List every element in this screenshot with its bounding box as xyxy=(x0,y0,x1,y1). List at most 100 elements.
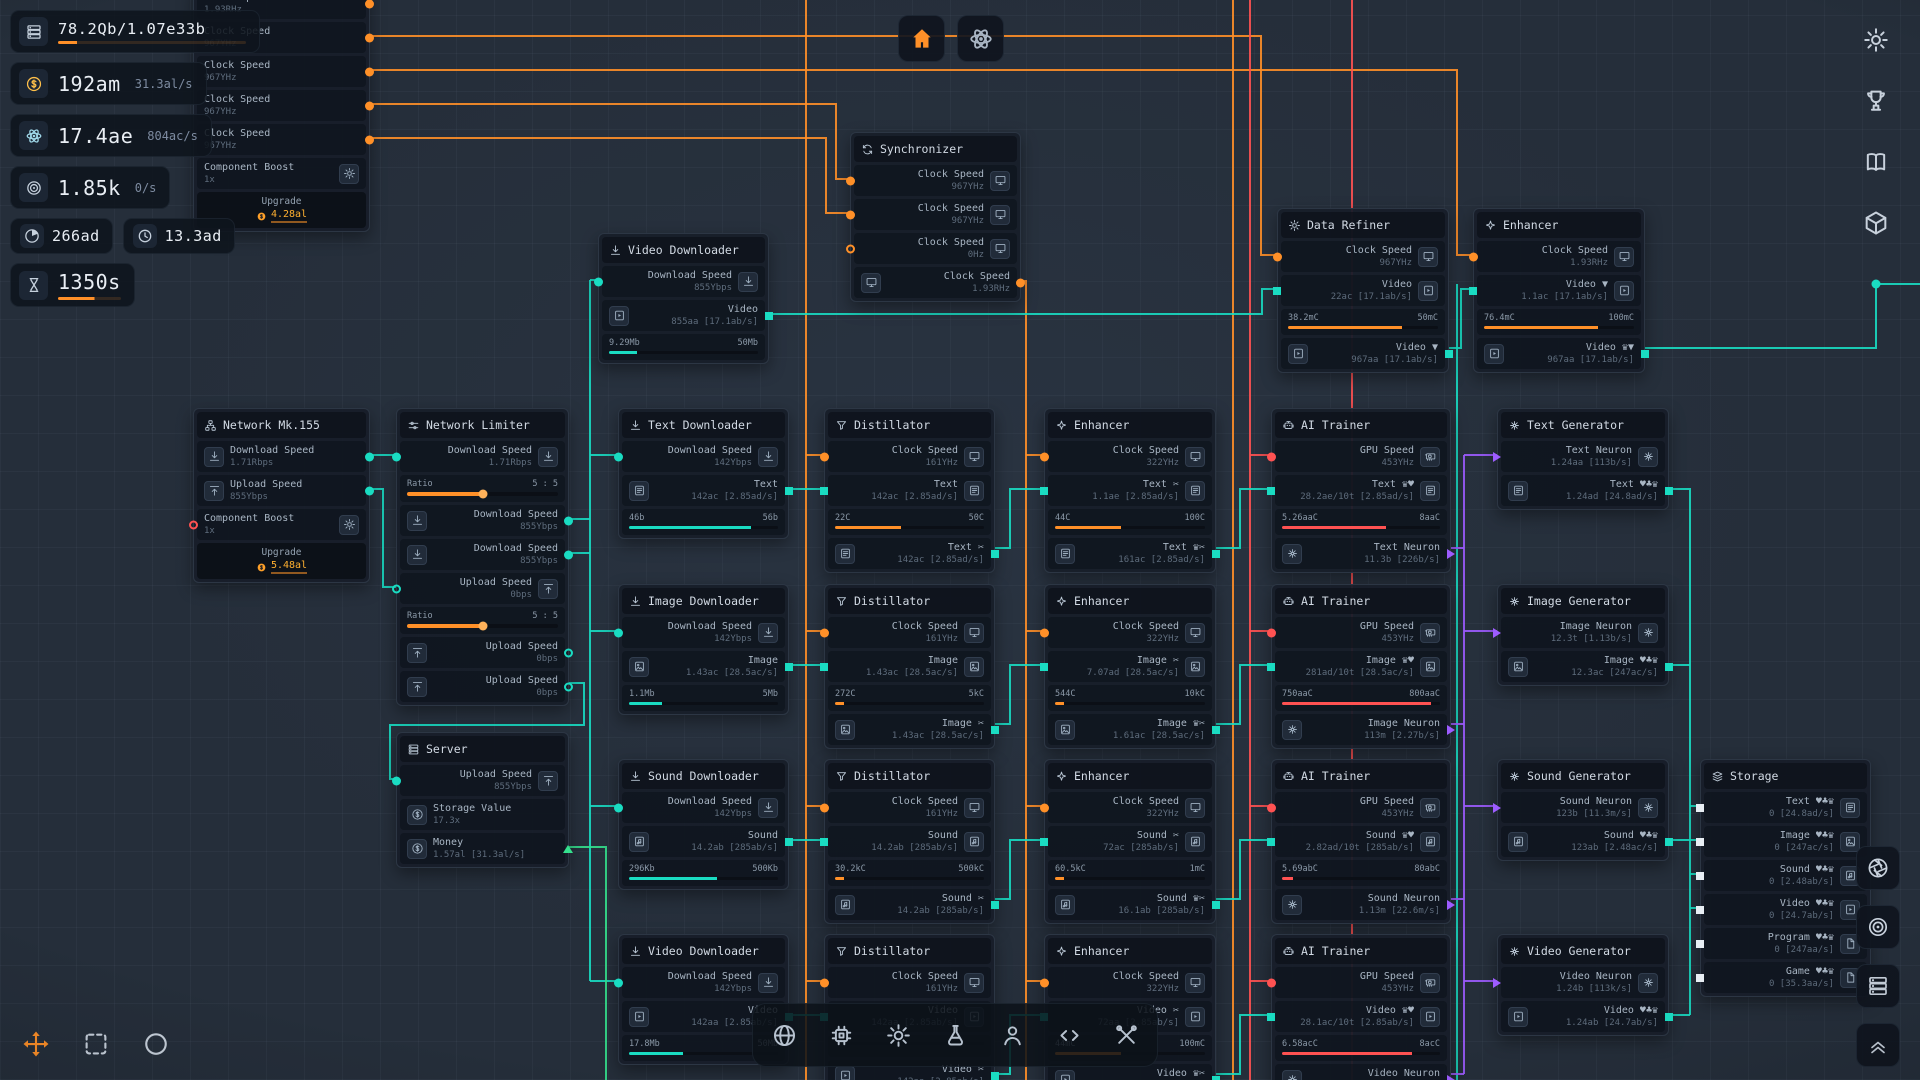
stat-row[interactable]: Video ♛▼967aa [17.1ab/s] xyxy=(1477,338,1649,369)
stat-row[interactable]: Image ♛✂1.61ac [28.5ac/s] xyxy=(1048,714,1220,745)
input-port[interactable] xyxy=(1493,627,1501,638)
output-port[interactable] xyxy=(563,844,573,853)
input-port[interactable] xyxy=(1040,803,1049,812)
node-header[interactable]: Enhancer xyxy=(1048,588,1212,614)
input-port[interactable] xyxy=(614,978,623,987)
output-port[interactable] xyxy=(991,900,999,909)
output-port[interactable] xyxy=(1447,724,1455,735)
output-port[interactable] xyxy=(365,135,374,144)
input-port[interactable] xyxy=(1267,978,1276,987)
output-port[interactable] xyxy=(785,662,793,671)
stat-row[interactable]: Text ✂1.1ae [2.85ad/s] xyxy=(1040,475,1212,506)
node-header[interactable]: AI Trainer xyxy=(1275,763,1447,789)
stat-row[interactable]: Game ♥♣♛0 [35.3aa/s] xyxy=(1696,962,1867,993)
output-port[interactable] xyxy=(1641,349,1649,358)
output-port[interactable] xyxy=(564,550,573,559)
stat-row[interactable]: Video ♛✂16.1aa [2.85ab/s] xyxy=(1048,1064,1220,1080)
input-port[interactable] xyxy=(392,776,401,785)
input-port[interactable] xyxy=(1040,837,1048,846)
stat-row[interactable]: Image ♥♣♛0 [247ac/s] xyxy=(1696,826,1867,857)
server-button[interactable] xyxy=(1856,964,1900,1008)
input-port[interactable] xyxy=(1696,973,1704,982)
input-port[interactable] xyxy=(846,244,855,253)
output-port[interactable] xyxy=(1212,900,1220,909)
output-port[interactable] xyxy=(564,648,573,657)
gear-button[interactable] xyxy=(874,1011,922,1059)
input-port[interactable] xyxy=(820,803,829,812)
input-port[interactable] xyxy=(820,978,829,987)
home-button[interactable] xyxy=(898,15,945,62)
output-port[interactable] xyxy=(365,452,374,461)
tools-button[interactable] xyxy=(1102,1011,1150,1059)
node-header[interactable]: Distillator xyxy=(828,588,991,614)
node-header[interactable]: Sound Downloader xyxy=(622,763,785,789)
aperture-button[interactable] xyxy=(1856,846,1900,890)
input-port[interactable] xyxy=(1696,871,1704,880)
node-header[interactable]: Image Generator xyxy=(1501,588,1665,614)
input-port[interactable] xyxy=(1267,628,1276,637)
slider-handle[interactable] xyxy=(478,489,487,499)
input-port[interactable] xyxy=(1040,628,1049,637)
stat-row[interactable]: Program ♥♣♛0 [247aa/s] xyxy=(1696,928,1867,959)
research-meter[interactable]: 17.4ae 804ac/s xyxy=(10,114,212,157)
output-port[interactable] xyxy=(1665,662,1673,671)
node-header[interactable]: Text Generator xyxy=(1501,412,1665,438)
output-port[interactable] xyxy=(991,1071,999,1080)
output-port[interactable] xyxy=(1665,837,1673,846)
output-port[interactable] xyxy=(1447,1074,1455,1080)
node-header[interactable]: Enhancer xyxy=(1048,763,1212,789)
node-header[interactable]: Distillator xyxy=(828,412,991,438)
input-port[interactable] xyxy=(820,452,829,461)
input-port[interactable] xyxy=(1493,451,1501,462)
trophy-button[interactable] xyxy=(1856,81,1896,121)
node-header[interactable]: Sound Generator xyxy=(1501,763,1665,789)
input-port[interactable] xyxy=(614,628,623,637)
node-header[interactable]: Network Limiter xyxy=(400,412,565,438)
input-port[interactable] xyxy=(1469,252,1478,261)
loop-meter[interactable]: 1.85k 0/s xyxy=(10,166,171,209)
stat-row[interactable]: Sound ♥♣♛123ab [2.48ac/s] xyxy=(1501,826,1673,857)
stat-row[interactable]: Text ♛♥28.2ae/10t [2.85ad/s] xyxy=(1267,475,1447,506)
input-port[interactable] xyxy=(820,628,829,637)
output-port[interactable] xyxy=(991,725,999,734)
input-port[interactable] xyxy=(846,210,855,219)
input-port[interactable] xyxy=(392,452,401,461)
stat-row[interactable]: Video ▼967aa [17.1ab/s] xyxy=(1281,338,1453,369)
input-port[interactable] xyxy=(1040,452,1049,461)
